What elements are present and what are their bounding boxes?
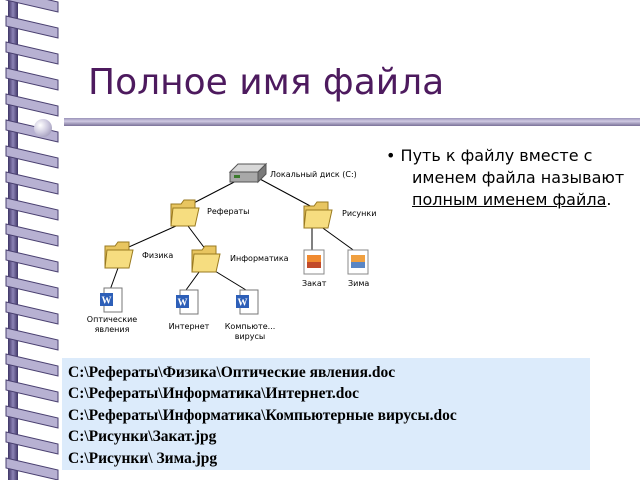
word-document-icon: W bbox=[176, 289, 199, 315]
folder-icon bbox=[303, 201, 333, 229]
folder-icon bbox=[170, 199, 200, 227]
path-line: C:\Рефераты\Физика\Оптические явления.do… bbox=[68, 364, 396, 381]
folder-icon bbox=[104, 241, 134, 269]
spiral-binding bbox=[0, 0, 64, 480]
spiral-loop bbox=[5, 197, 59, 221]
svg-text:W: W bbox=[178, 298, 188, 309]
spiral-loop bbox=[5, 249, 59, 273]
spiral-loop bbox=[5, 431, 59, 455]
svg-text:W: W bbox=[102, 296, 112, 307]
spiral-loop bbox=[5, 275, 59, 299]
tree-label-informatika: Информатика bbox=[230, 254, 289, 263]
title-underline-bar bbox=[64, 118, 640, 126]
tree-label-disk: Локальный диск (C:) bbox=[270, 170, 357, 179]
spiral-loop bbox=[5, 405, 59, 429]
tree-label-zakat: Закат bbox=[302, 279, 327, 288]
tree-label-kompyuternye: Компьюте...вирусы bbox=[225, 322, 276, 341]
spiral-loop bbox=[5, 67, 59, 91]
tree-label-referaty: Рефераты bbox=[207, 207, 249, 216]
spiral-loop bbox=[5, 327, 59, 351]
spiral-loop bbox=[5, 41, 59, 65]
path-line: C:\Рисунки\Закат.jpg bbox=[68, 428, 217, 446]
tree-connectors bbox=[109, 177, 357, 291]
spiral-loop bbox=[5, 0, 59, 13]
image-file-icon bbox=[303, 249, 325, 275]
spiral-loop bbox=[5, 379, 59, 403]
full-paths-box: C:\Рефераты\Физика\Оптические явления.do… bbox=[62, 358, 590, 470]
word-document-icon: W bbox=[100, 287, 123, 313]
spiral-loop bbox=[5, 15, 59, 39]
description-bullet-icon: • bbox=[386, 146, 401, 165]
bullet-bead-icon bbox=[34, 119, 52, 137]
tree-label-zima: Зима bbox=[348, 279, 369, 288]
path-line: C:\Рефераты\Информатика\Интернет.doc bbox=[68, 385, 360, 403]
tree-label-fizika: Физика bbox=[142, 251, 173, 260]
description-highlight: полным именем файла bbox=[412, 190, 607, 209]
spiral-loop bbox=[5, 145, 59, 169]
word-document-icon: W bbox=[236, 289, 259, 315]
tree-label-risunki: Рисунки bbox=[342, 209, 376, 218]
spiral-loop bbox=[5, 223, 59, 247]
spiral-loop bbox=[5, 171, 59, 195]
spiral-loop bbox=[5, 353, 59, 377]
svg-text:W: W bbox=[238, 298, 248, 309]
path-line: C:\Рефераты\Информатика\Компьютерные вир… bbox=[68, 406, 457, 424]
path-line: C:\Рисунки\ Зима.jpg bbox=[68, 449, 218, 467]
hard-drive-icon bbox=[228, 162, 268, 184]
spiral-loop bbox=[5, 301, 59, 325]
description-text: • Путь к файлу вместе с именем файла наз… bbox=[386, 146, 625, 209]
folder-icon bbox=[191, 245, 221, 273]
slide-title: Полное имя файла bbox=[88, 62, 445, 103]
spiral-loop bbox=[5, 457, 59, 480]
folder-tree-diagram: Локальный диск (C:) Рефераты Рисунки Физ… bbox=[87, 162, 376, 341]
image-file-icon bbox=[347, 249, 369, 275]
spiral-loop bbox=[5, 93, 59, 117]
tree-label-internet: Интернет bbox=[169, 322, 210, 331]
